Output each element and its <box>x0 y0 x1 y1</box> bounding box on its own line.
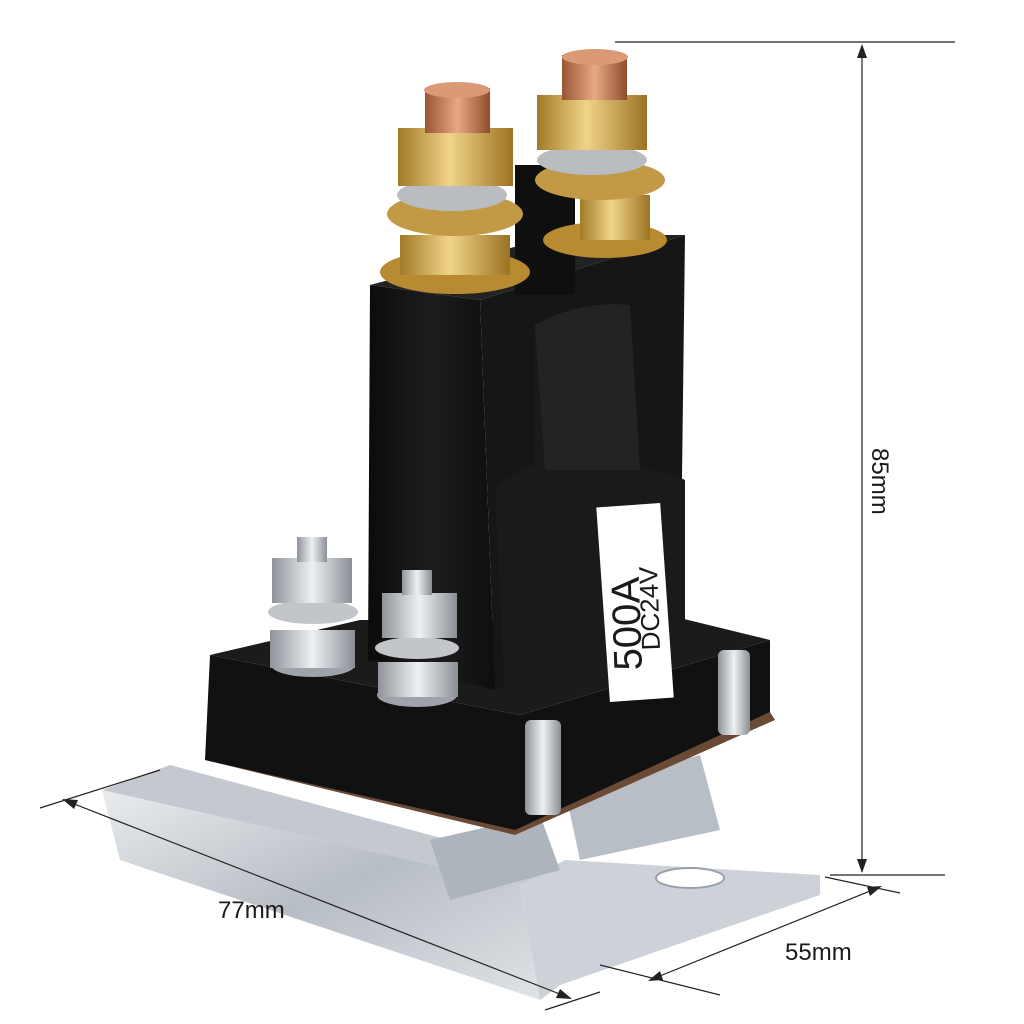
dimension-width-label: 55mm <box>785 939 852 966</box>
dimension-length-label: 77mm <box>218 897 285 924</box>
dimension-length: 77mm <box>39 769 601 1011</box>
dimension-height: 85mm <box>615 41 955 876</box>
label-current-text: 500A <box>604 576 651 671</box>
dimension-height-label: 85mm <box>866 448 893 515</box>
dimension-width: 55mm <box>599 876 901 996</box>
bracket-clip-right <box>718 650 750 735</box>
product-label: 500A DC24V <box>596 503 674 702</box>
label-voltage-text: DC24V <box>633 565 666 650</box>
bracket-clip-left <box>525 720 561 815</box>
relay-main-body <box>368 165 685 700</box>
main-terminal-right <box>535 49 667 258</box>
control-terminal-right <box>375 570 459 707</box>
control-terminal-left <box>268 537 358 677</box>
main-terminal-left <box>380 82 530 294</box>
